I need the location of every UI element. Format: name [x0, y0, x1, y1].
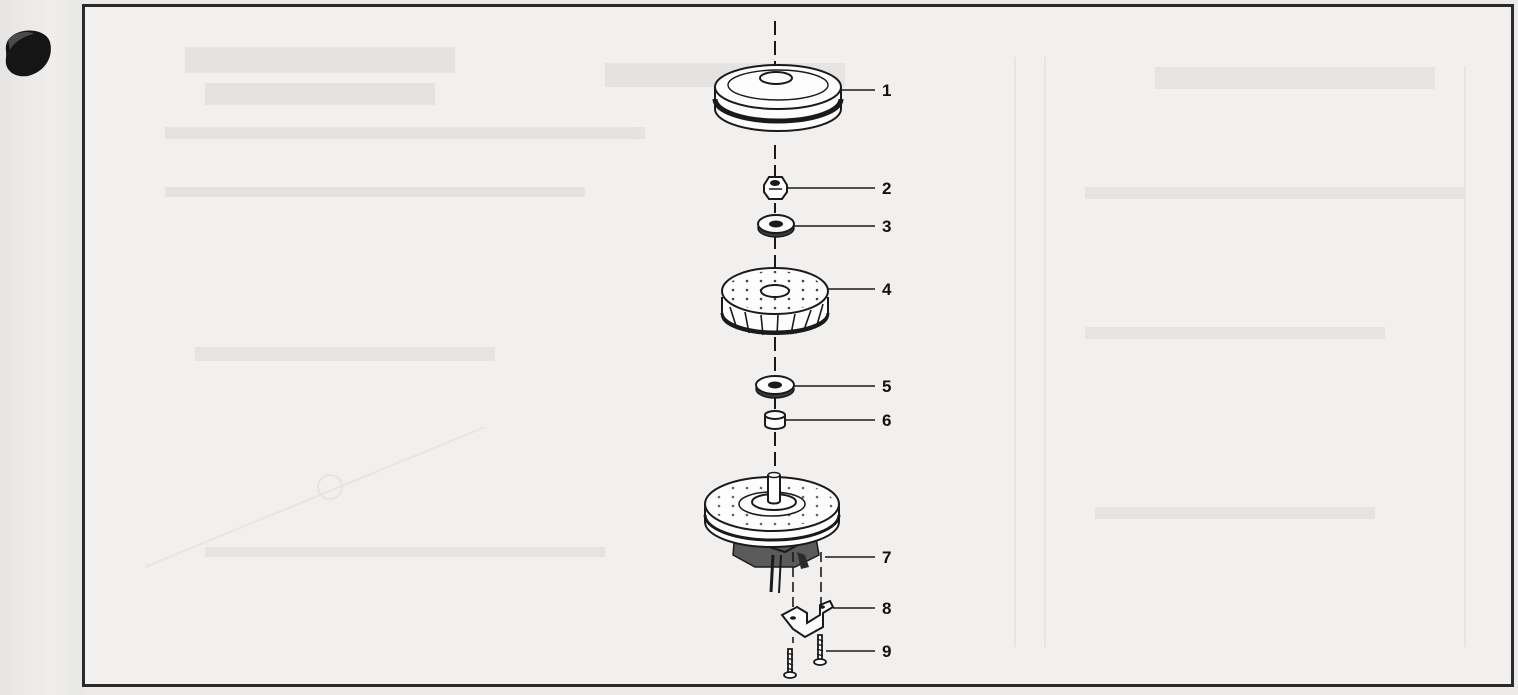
- callout-9: 9: [882, 642, 891, 661]
- page-margin: [0, 0, 84, 695]
- screw-part: [783, 634, 827, 679]
- washer-part-3: [757, 214, 795, 238]
- callout-8: 8: [882, 599, 891, 618]
- spacer-part: [764, 410, 786, 430]
- callout-4: 4: [882, 280, 892, 299]
- exploded-parts-diagram: 1 2 3 4 5 6 7 8 9: [703, 21, 892, 679]
- callout-2: 2: [882, 179, 891, 198]
- callout-7: 7: [882, 548, 891, 567]
- mounting-bracket-part: [780, 599, 835, 647]
- callout-1: 1: [882, 81, 891, 100]
- callout-6: 6: [882, 411, 891, 430]
- motor-part: [703, 471, 841, 610]
- callout-numbers: 1 2 3 4 5 6 7 8 9: [882, 81, 892, 661]
- hex-nut-part: [763, 176, 788, 200]
- fan-impeller-part: [720, 267, 830, 336]
- diagram-frame: 1 2 3 4 5 6 7 8 9: [82, 4, 1514, 687]
- page-show-through: [144, 47, 1466, 647]
- callout-5: 5: [882, 377, 891, 396]
- leader-lines: [785, 89, 875, 652]
- pulley-part: [712, 64, 844, 132]
- ink-blot-icon: [5, 30, 51, 77]
- callout-3: 3: [882, 217, 891, 236]
- washer-part-5: [755, 375, 795, 399]
